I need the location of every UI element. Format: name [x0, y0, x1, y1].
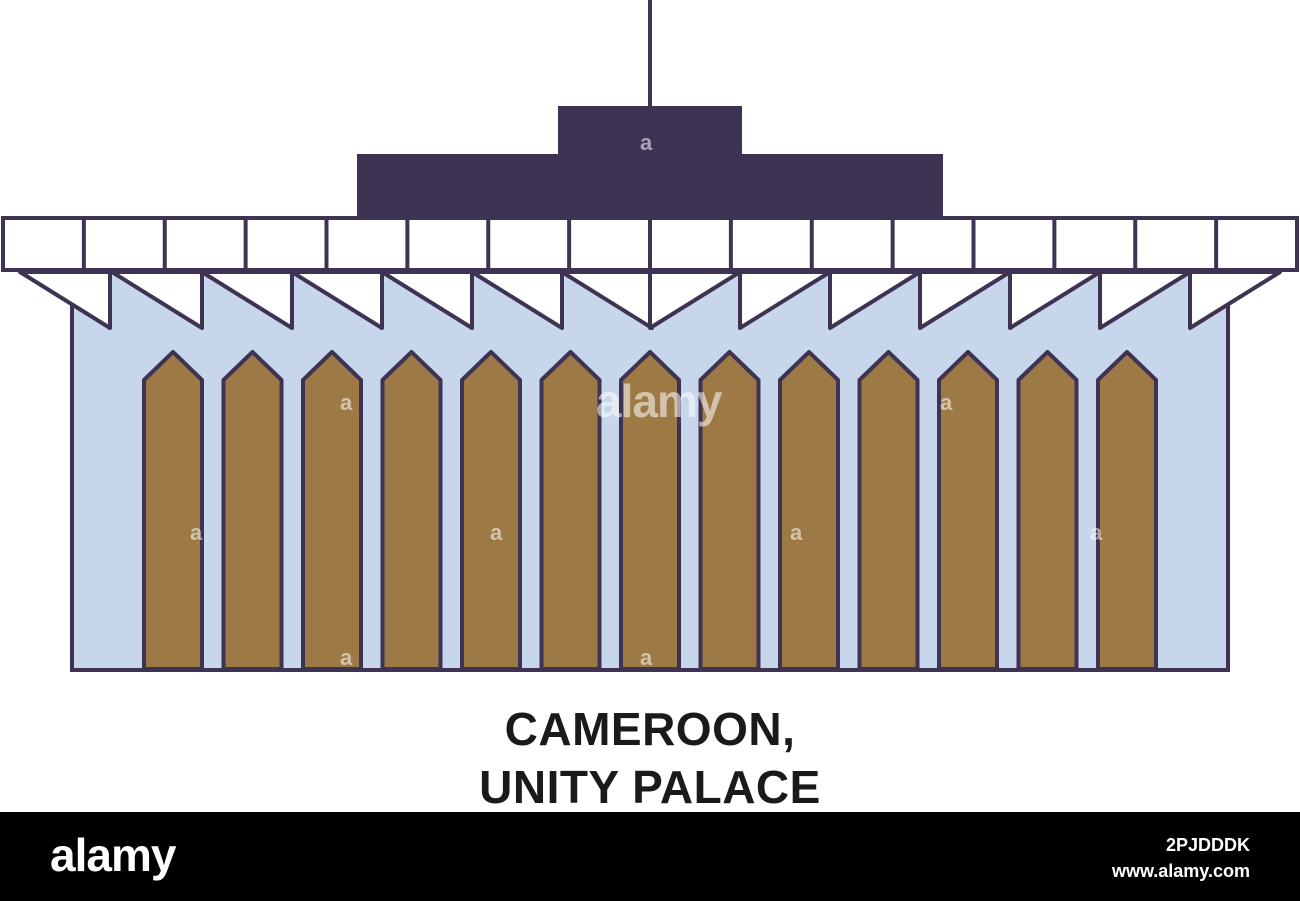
unity-palace-illustration	[1, 0, 1299, 672]
palace-panel	[380, 350, 443, 671]
palace-panels	[142, 350, 1158, 671]
palace-panel	[221, 350, 284, 671]
cornice-triangle	[1188, 270, 1282, 330]
image-id: 2PJDDDK	[1165, 835, 1250, 855]
cornice-triangle	[18, 270, 112, 330]
caption-country: CAMEROON,	[504, 703, 796, 755]
palace-panel	[142, 350, 204, 671]
stock-footer-bar: alamy 2PJDDDK www.alamy.com	[0, 812, 1300, 901]
footer-info: 2PJDDDK www.alamy.com	[1112, 832, 1250, 884]
roof-top-block	[558, 106, 742, 156]
palace-panel	[857, 350, 920, 671]
cornice-triangles	[18, 270, 1282, 330]
palace-panel	[460, 350, 522, 671]
palace-panel	[937, 350, 999, 671]
alamy-logo: alamy	[50, 829, 176, 881]
caption-landmark: UNITY PALACE	[479, 761, 821, 813]
palace-panel	[698, 350, 761, 671]
cornice-band	[1, 216, 1299, 272]
palace-panel	[619, 350, 681, 671]
palace-panel	[778, 350, 840, 671]
palace-panel	[539, 350, 602, 671]
site-url: www.alamy.com	[1111, 861, 1250, 881]
palace-panel	[1016, 350, 1079, 671]
palace-panel	[301, 350, 363, 671]
landmark-caption: CAMEROON, UNITY PALACE	[0, 700, 1300, 816]
palace-panel	[1096, 350, 1158, 671]
roof-wide-block	[357, 154, 943, 220]
